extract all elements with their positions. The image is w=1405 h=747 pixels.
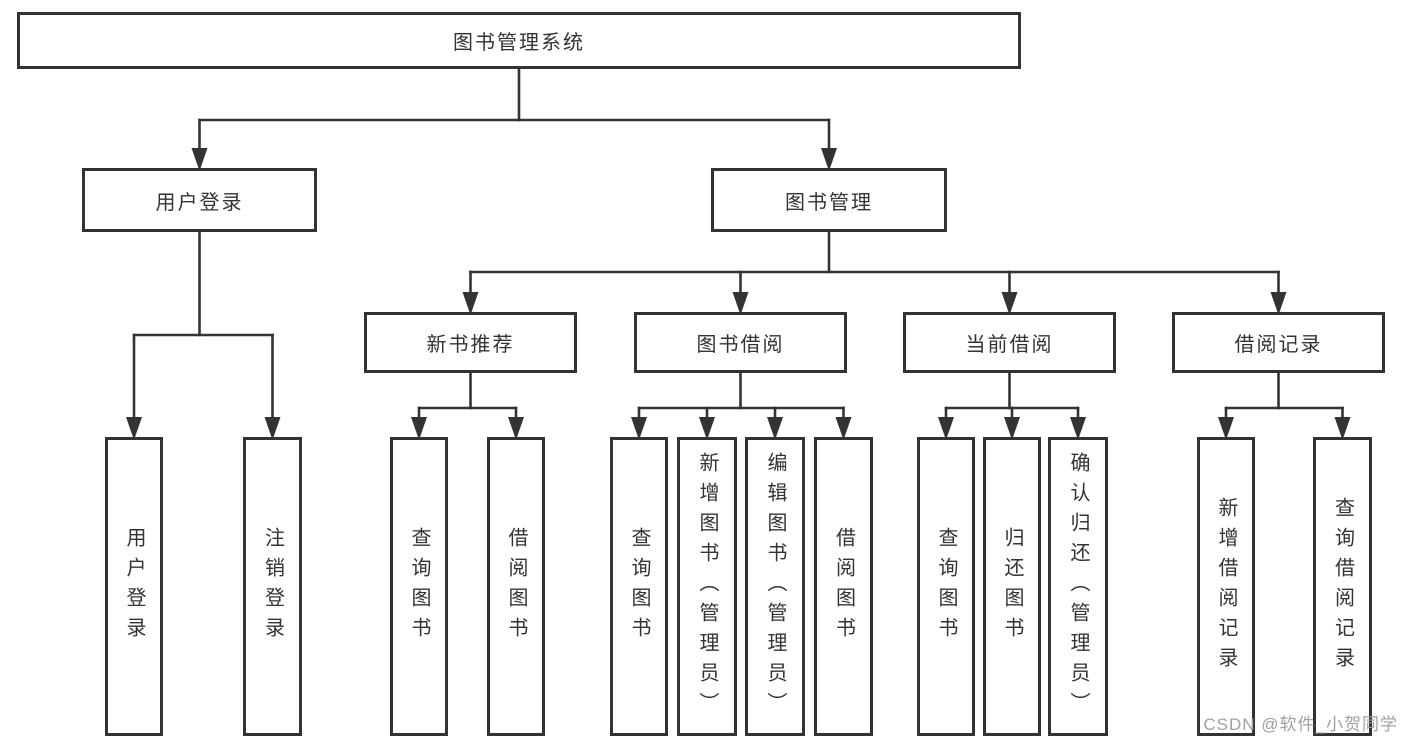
node-leaf-cb-query: 查询图书 bbox=[917, 437, 975, 736]
node-label-new-book-rec: 新书推荐 bbox=[426, 334, 515, 356]
node-leaf-nbr-query: 查询图书 bbox=[390, 437, 448, 736]
node-label-leaf-br-query: 查询借阅记录 bbox=[1331, 496, 1354, 677]
node-label-leaf-nbr-borrow: 借阅图书 bbox=[505, 526, 527, 647]
node-label-leaf-logout: 注销登录 bbox=[261, 526, 284, 647]
node-label-leaf-cb-confirm: 确认归还（管理员） bbox=[1067, 451, 1089, 722]
node-leaf-bb-query: 查询图书 bbox=[610, 437, 668, 736]
node-leaf-user-login: 用户登录 bbox=[105, 437, 163, 736]
node-label-borrow-record: 借阅记录 bbox=[1234, 334, 1323, 356]
node-label-root: 图书管理系统 bbox=[453, 32, 585, 54]
node-leaf-logout: 注销登录 bbox=[243, 437, 302, 736]
node-leaf-br-query: 查询借阅记录 bbox=[1313, 437, 1372, 736]
node-book-borrow: 图书借阅 bbox=[634, 312, 847, 373]
node-leaf-cb-return: 归还图书 bbox=[983, 437, 1041, 736]
node-label-leaf-cb-query: 查询图书 bbox=[935, 526, 957, 647]
node-label-leaf-user-login: 用户登录 bbox=[123, 526, 145, 647]
node-label-leaf-bb-add: 新增图书（管理员） bbox=[696, 451, 718, 722]
node-leaf-nbr-borrow: 借阅图书 bbox=[487, 437, 545, 736]
node-label-user-login: 用户登录 bbox=[155, 191, 244, 214]
node-label-leaf-bb-query: 查询图书 bbox=[628, 526, 650, 647]
node-leaf-bb-add: 新增图书（管理员） bbox=[677, 437, 737, 736]
node-new-book-rec: 新书推荐 bbox=[364, 312, 577, 373]
watermark: CSDN @软件_小贺同学 bbox=[1203, 715, 1398, 734]
node-label-leaf-br-add: 新增借阅记录 bbox=[1215, 496, 1237, 677]
node-leaf-bb-borrow: 借阅图书 bbox=[814, 437, 873, 736]
node-borrow-record: 借阅记录 bbox=[1172, 312, 1385, 373]
node-label-leaf-bb-edit: 编辑图书（管理员） bbox=[764, 451, 786, 722]
node-root: 图书管理系统 bbox=[17, 12, 1021, 69]
node-leaf-bb-edit: 编辑图书（管理员） bbox=[745, 437, 805, 736]
node-label-book-borrow: 图书借阅 bbox=[696, 334, 785, 356]
node-label-leaf-bb-borrow: 借阅图书 bbox=[832, 526, 855, 647]
node-label-leaf-cb-return: 归还图书 bbox=[1001, 526, 1023, 647]
node-leaf-br-add: 新增借阅记录 bbox=[1197, 437, 1255, 736]
node-label-leaf-nbr-query: 查询图书 bbox=[408, 526, 430, 647]
node-user-login: 用户登录 bbox=[82, 168, 317, 232]
node-leaf-cb-confirm: 确认归还（管理员） bbox=[1048, 437, 1108, 736]
node-book-mgmt: 图书管理 bbox=[711, 168, 947, 232]
node-label-book-mgmt: 图书管理 bbox=[785, 191, 873, 214]
node-label-current-borrow: 当前借阅 bbox=[965, 334, 1054, 356]
node-current-borrow: 当前借阅 bbox=[903, 312, 1116, 373]
